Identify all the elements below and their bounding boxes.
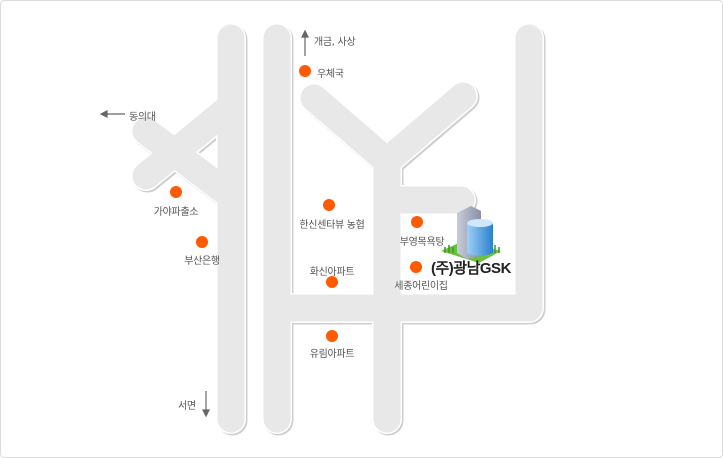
arrow-left-icon (99, 110, 125, 118)
landmark-label: 유림아파트 (309, 349, 355, 360)
poi-dot-post-office (299, 65, 311, 77)
arrow-down-icon (202, 391, 210, 418)
poi-dot-nonghyup (323, 199, 335, 211)
road-east (263, 24, 543, 322)
direction-label-gaegeum-sasang: 개금, 사상 (314, 37, 356, 48)
poi-dot-bath (411, 216, 423, 228)
direction-label-dongeui: 동의대 (129, 112, 156, 123)
roads (132, 24, 543, 433)
landmark-label: 가야파출소 (153, 207, 199, 218)
building-icon (441, 206, 501, 263)
landmark-label: 한신센타뷰 농협 (299, 220, 365, 231)
direction-label-seomyeon: 서면 (178, 401, 196, 412)
arrow-up-icon (301, 29, 309, 56)
poi-dot-yurim-apt (326, 330, 338, 342)
poi-dot-hwasin-apt (326, 276, 338, 288)
landmark-label: 세종어린이집 (394, 281, 448, 292)
poi-dot-kindergarten (410, 261, 422, 273)
company-name: (주)광남GSK (431, 260, 511, 277)
landmark-label: 부영목욕탕 (399, 237, 445, 248)
road-diagonal-1 (132, 117, 245, 210)
landmark-label: 부산은행 (184, 256, 220, 267)
landmark-label: 우체국 (317, 69, 344, 80)
poi-dot-police (170, 186, 182, 198)
landmark-label: 화신아파트 (309, 267, 355, 278)
poi-dot-bank (196, 236, 208, 248)
road-diagonal-2 (132, 92, 245, 190)
